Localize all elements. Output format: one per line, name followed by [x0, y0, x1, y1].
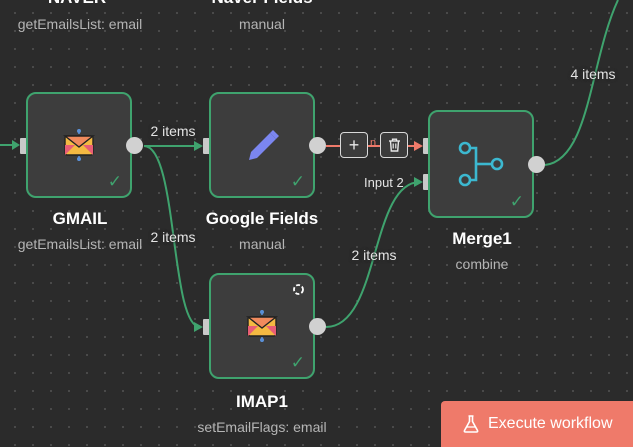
edge-arrow: [414, 141, 423, 151]
success-check-icon: ✓: [290, 172, 305, 191]
delete-connection-button[interactable]: [380, 132, 408, 158]
imap1-input-handle[interactable]: [203, 319, 212, 335]
edge-arrow: [414, 177, 423, 187]
gmail-node-subtitle: getEmailsList: email: [17, 236, 143, 252]
edge-label-merge1-out: 4 items: [570, 66, 616, 82]
success-check-icon: ✓: [107, 172, 122, 191]
gmail-node[interactable]: ✓: [26, 92, 132, 198]
naver-node-subtitle: getEmailsList: email: [17, 16, 143, 32]
naver-fields-node-subtitle: manual: [239, 16, 285, 32]
merge-icon: [458, 141, 504, 187]
naver-fields-node-title: Naver Fields: [211, 0, 312, 8]
merge1-input-2-label: Input 2: [364, 175, 404, 190]
imap1-node[interactable]: ✓: [209, 273, 315, 379]
add-node-button[interactable]: +: [340, 132, 368, 158]
merge1-node-subtitle: combine: [455, 256, 509, 272]
imap1-node-title: IMAP1: [236, 392, 288, 411]
edge-label-imap1-merge1: 2 items: [351, 247, 397, 263]
edge-label-gmail-imap1: 2 items: [150, 229, 196, 245]
google-fields-node-subtitle: manual: [239, 236, 285, 252]
edge-label-gmail-google-fields: 2 items: [150, 123, 196, 139]
merge1-input-2-handle[interactable]: [423, 174, 432, 190]
google-fields-input-handle[interactable]: [203, 138, 212, 154]
imap1-node-subtitle: setEmailFlags: email: [197, 419, 327, 435]
plus-icon: +: [348, 135, 360, 155]
imap1-output-handle[interactable]: [309, 318, 326, 335]
edge-arrow: [194, 141, 203, 151]
edge-arrow: [194, 322, 203, 332]
trash-icon: [388, 138, 401, 152]
edge-merge1-out: [544, 0, 619, 166]
merge1-input-1-handle[interactable]: [423, 138, 432, 154]
merge1-node-title: Merge1: [452, 229, 512, 248]
envelope-icon: [245, 309, 279, 343]
merge1-node[interactable]: ✓: [428, 110, 534, 218]
execute-workflow-button[interactable]: Execute workflow: [441, 401, 633, 447]
edge-hidden-letter: n: [370, 137, 377, 149]
gmail-output-handle[interactable]: [126, 137, 143, 154]
envelope-icon: [62, 128, 96, 162]
success-check-icon: ✓: [290, 353, 305, 372]
flask-icon: [463, 415, 479, 433]
pencil-icon: [242, 125, 282, 165]
google-fields-node-title: Google Fields: [205, 209, 319, 228]
success-check-icon: ✓: [509, 192, 524, 211]
execute-workflow-label: Execute workflow: [488, 415, 613, 432]
merge1-output-handle[interactable]: [528, 156, 545, 173]
pinned-data-icon: [292, 283, 305, 301]
edge-arrow: [12, 140, 20, 150]
gmail-node-title: GMAIL: [52, 209, 108, 228]
google-fields-node[interactable]: ✓: [209, 92, 315, 198]
google-fields-output-handle[interactable]: [309, 137, 326, 154]
gmail-input-handle[interactable]: [20, 138, 29, 154]
naver-node-title: NAVER: [48, 0, 106, 8]
